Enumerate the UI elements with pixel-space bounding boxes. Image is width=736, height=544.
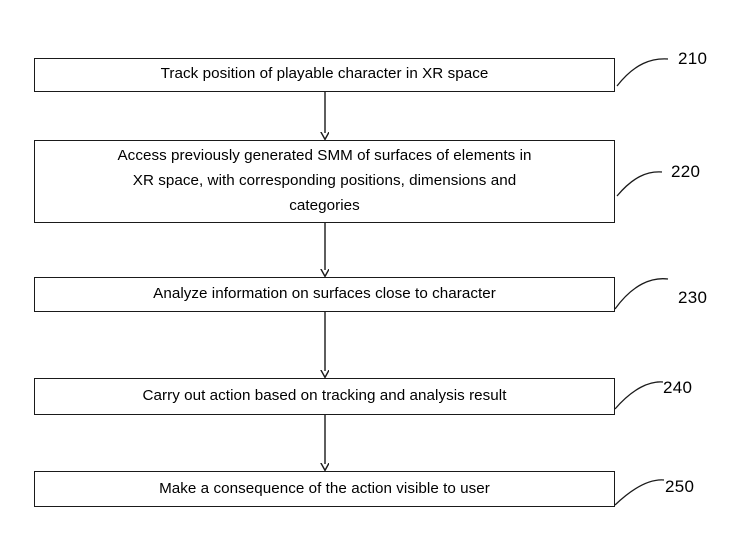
- leader-line-220: [616, 171, 663, 197]
- reference-numeral-230: 230: [678, 288, 708, 307]
- flow-box-230[interactable]: Analyze information on surfaces close to…: [34, 277, 615, 312]
- reference-numeral-210: 210: [678, 49, 708, 68]
- flow-box-210-label: Track position of playable character in …: [160, 65, 489, 83]
- leader-line-210: [616, 58, 669, 87]
- leader-line-250: [614, 479, 665, 506]
- flow-box-250[interactable]: Make a consequence of the action visible…: [34, 471, 615, 507]
- flow-box-230-label: Analyze information on surfaces close to…: [153, 284, 496, 302]
- flow-box-240-label: Carry out action based on tracking and a…: [142, 386, 507, 404]
- leader-line-240: [614, 381, 664, 410]
- reference-numeral-250: 250: [665, 477, 695, 496]
- flow-box-240[interactable]: Carry out action based on tracking and a…: [34, 378, 615, 415]
- flow-box-220[interactable]: Access previously generated SMM of surfa…: [34, 140, 615, 223]
- reference-numeral-220: 220: [671, 162, 701, 181]
- reference-numeral-240: 240: [663, 378, 693, 397]
- leader-line-230: [614, 278, 669, 310]
- flow-box-220-label: Access previously generated SMM of surfa…: [117, 147, 532, 214]
- flow-box-250-label: Make a consequence of the action visible…: [159, 479, 490, 497]
- flow-box-210[interactable]: Track position of playable character in …: [34, 58, 615, 92]
